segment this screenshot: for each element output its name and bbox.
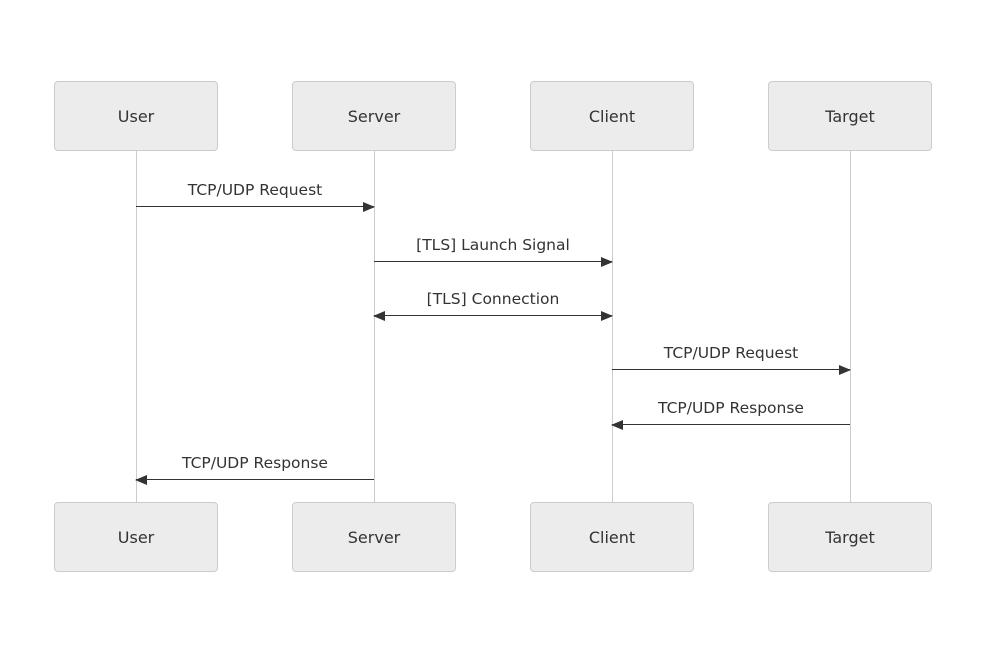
actor-box-top-target: Target — [768, 81, 932, 151]
arrowhead-right-icon — [363, 202, 375, 213]
message-label: TCP/UDP Request — [663, 344, 799, 362]
arrowhead-left-icon — [373, 311, 385, 322]
actor-box-bottom-user: User — [54, 502, 218, 572]
lifeline-user — [135, 151, 137, 502]
actor-box-bottom-client: Client — [530, 502, 694, 572]
actor-box-top-server: Server — [292, 81, 456, 151]
message-label: TCP/UDP Request — [187, 181, 323, 199]
message-arrow-right — [136, 202, 375, 213]
message-arrow-left — [611, 420, 850, 431]
arrowhead-right-icon — [839, 365, 851, 376]
message-label: [TLS] Connection — [426, 290, 560, 308]
message-arrow-right — [374, 257, 613, 268]
lifeline-target — [849, 151, 851, 502]
message-label: TCP/UDP Response — [658, 399, 804, 417]
message-label: [TLS] Launch Signal — [416, 236, 570, 254]
message-arrow-both — [373, 311, 613, 322]
arrowhead-right-icon — [601, 257, 613, 268]
arrowhead-left-icon — [135, 475, 147, 486]
actor-box-top-user: User — [54, 81, 218, 151]
actor-box-bottom-target: Target — [768, 502, 932, 572]
message-label: TCP/UDP Response — [182, 454, 328, 472]
actor-box-bottom-server: Server — [292, 502, 456, 572]
lifeline-client — [611, 151, 613, 502]
actor-box-top-client: Client — [530, 81, 694, 151]
lifeline-server — [373, 151, 375, 502]
message-arrow-left — [135, 475, 374, 486]
arrowhead-left-icon — [611, 420, 623, 431]
arrowhead-right-icon — [601, 311, 613, 322]
message-arrow-right — [612, 365, 851, 376]
